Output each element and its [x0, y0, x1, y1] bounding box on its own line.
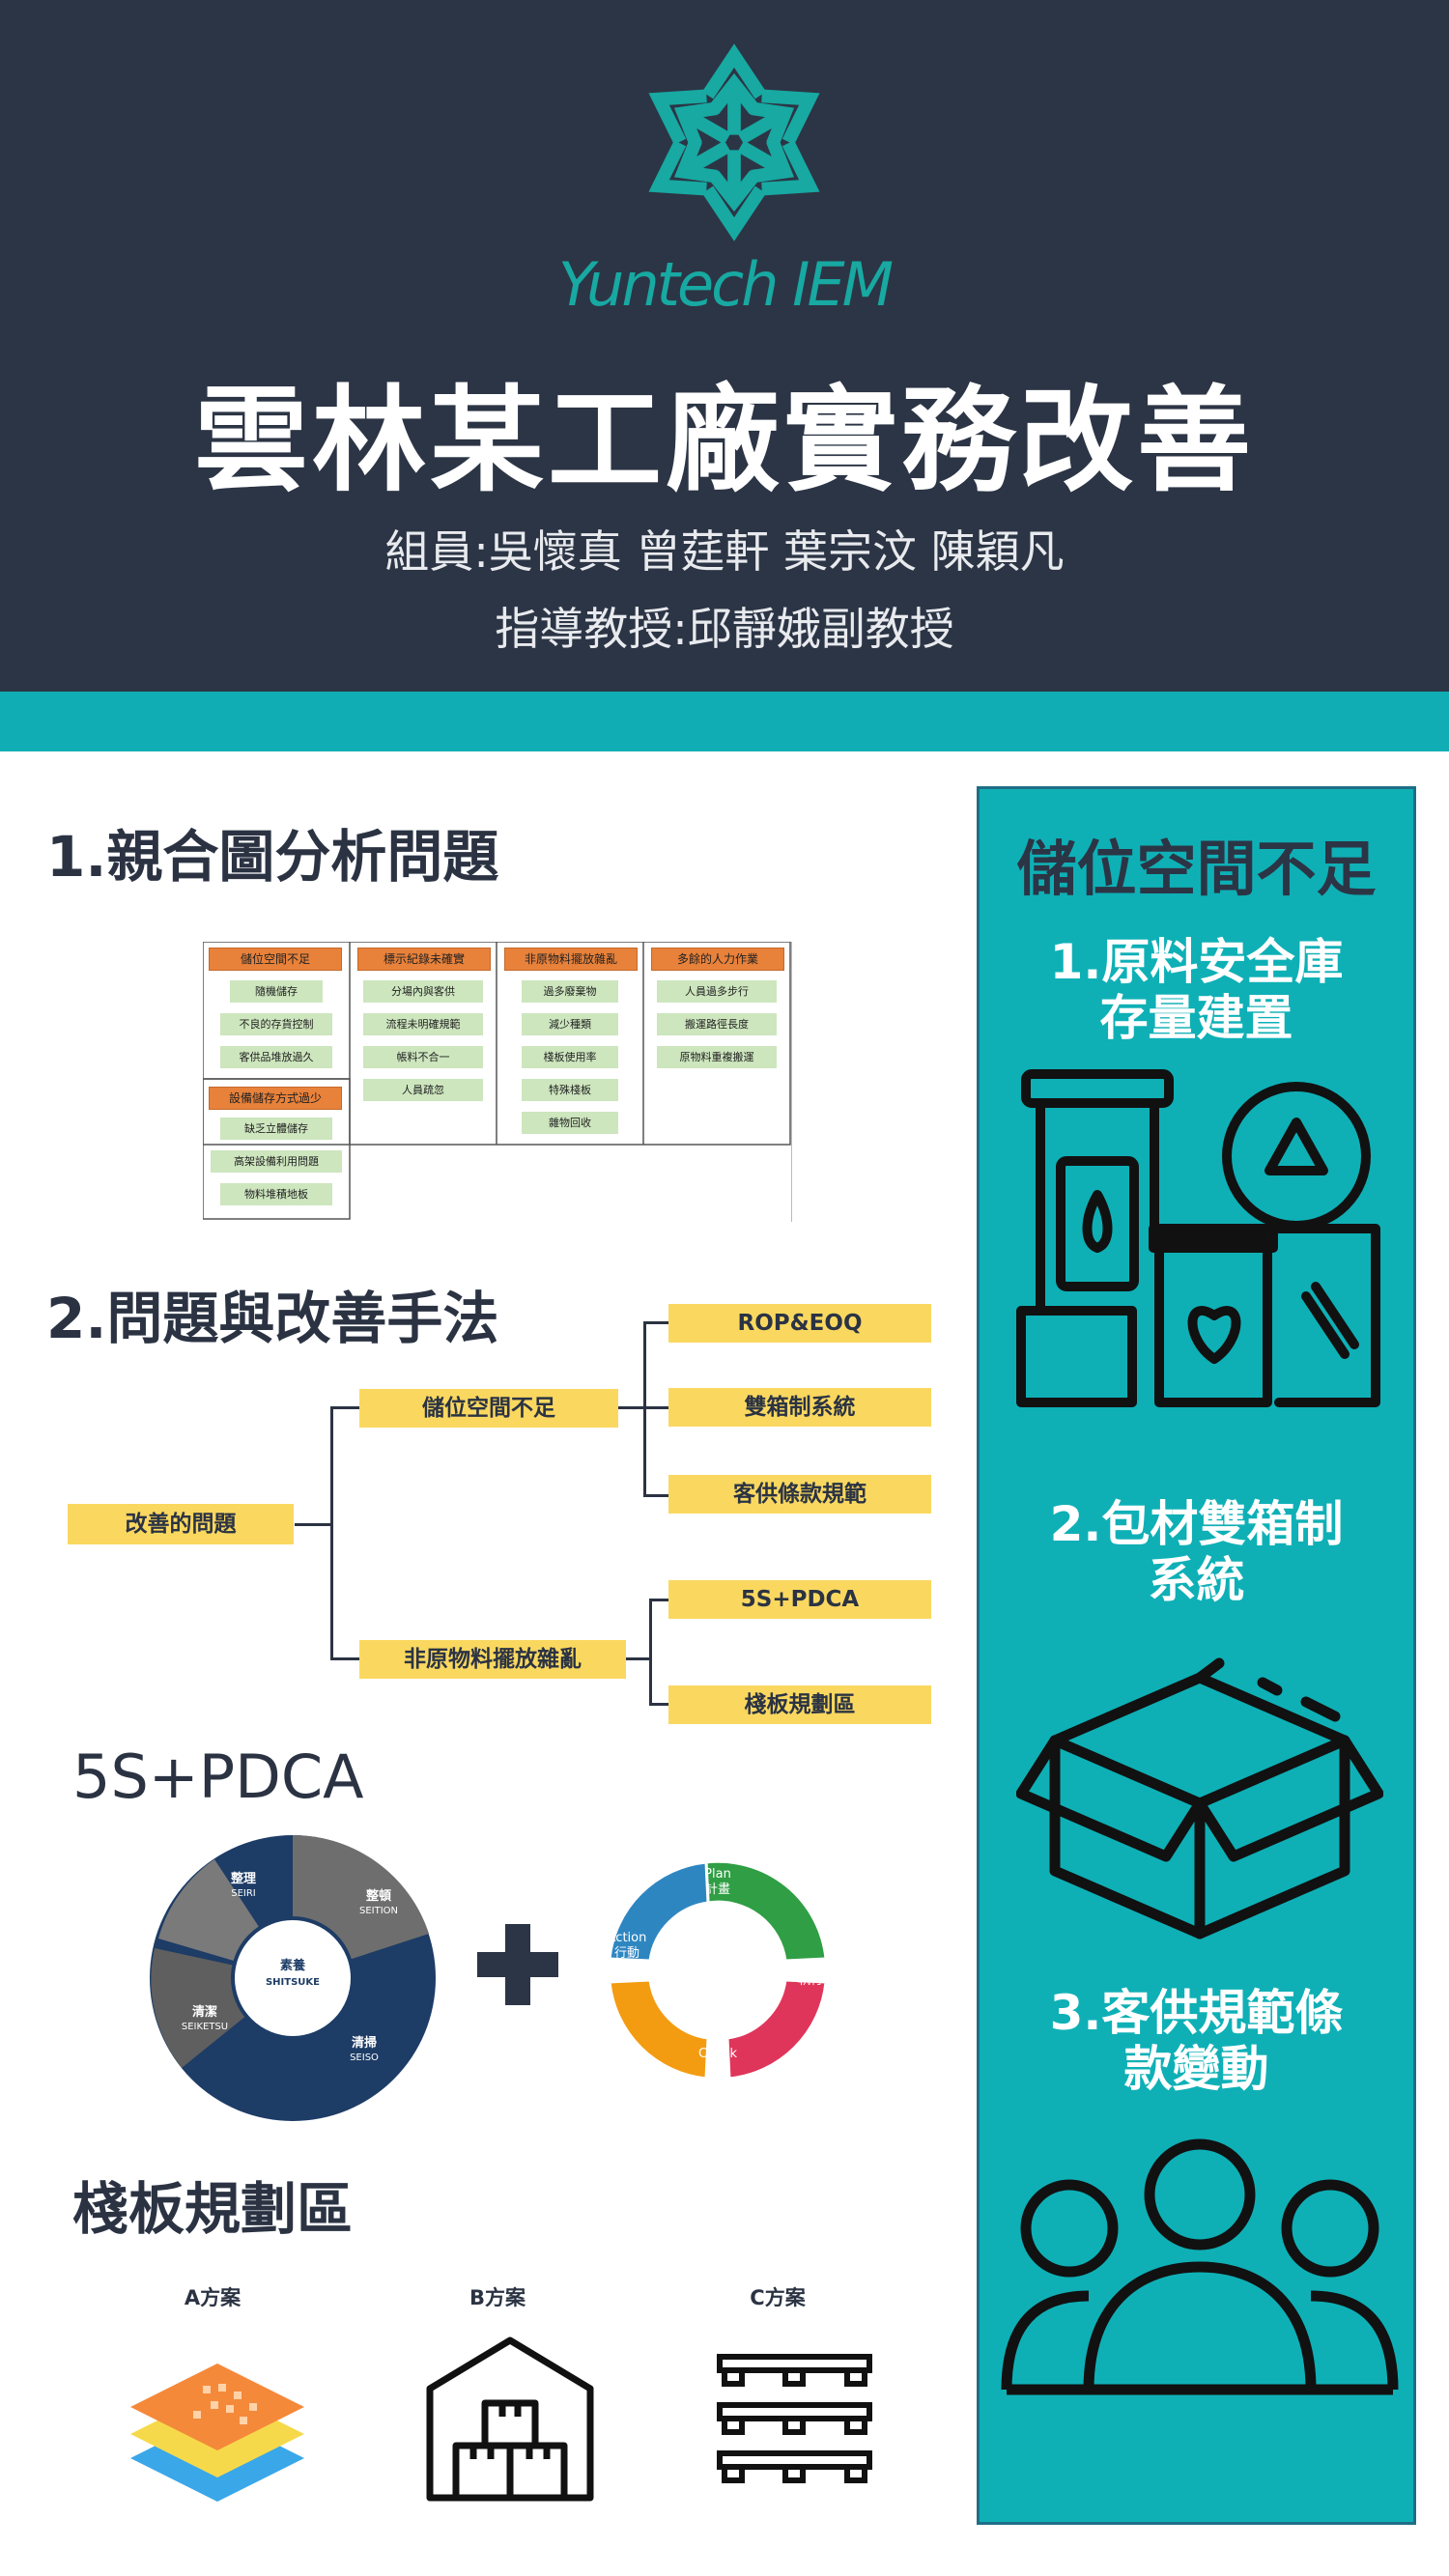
tree-connector — [643, 1494, 668, 1497]
stacked-layers-icon — [130, 2364, 304, 2502]
tree-connector — [618, 1406, 645, 1409]
right-sidebar-panel: 儲位空間不足 1.原料安全庫 存量建置 2.包材雙箱制 系統 — [977, 786, 1416, 2525]
tree-leaf: 客供條款規範 — [668, 1475, 931, 1514]
affinity-cell: 搬運路徑長度 — [657, 1013, 777, 1035]
pdca-label: 計畫 — [705, 1882, 730, 1897]
section-5s-pdca-heading: 5S+PDCA — [72, 1741, 364, 1812]
pdca-label: Check — [698, 2047, 737, 2061]
pallet-stack-icon — [717, 2354, 872, 2483]
advisor: 指導教授:邱靜娥副教授 — [495, 603, 954, 655]
affinity-diagram: 儲位空間不足 隨機儲存 不良的存貨控制 客供品堆放過久 設備儲存方式過少 缺乏立… — [203, 942, 792, 1222]
team-members: 組員:吳懷真 曾莛軒 葉宗汶 陳穎凡 — [384, 525, 1065, 578]
tree-leaf: 5S+PDCA — [668, 1580, 931, 1619]
affinity-col-head: 非原物料擺放雜亂 — [504, 948, 638, 971]
tree-root: 改善的問題 — [68, 1504, 294, 1544]
section-pallet-heading: 棧板規劃區 — [72, 2176, 354, 2242]
tree-leaf: 雙箱制系統 — [668, 1388, 931, 1427]
sidebar-item-line: 1.原料安全庫 — [1049, 934, 1344, 990]
affinity-col-head: 標示紀錄未確實 — [357, 948, 491, 971]
affinity-cell: 原物料重複搬運 — [657, 1046, 777, 1068]
pdca-cycle: Plan 計畫 Do 執行 Check 檢核 Action 行動 — [608, 1859, 828, 2081]
affinity-cell: 帳料不合一 — [363, 1046, 483, 1068]
tree-branch: 非原物料擺放雜亂 — [359, 1640, 626, 1679]
tree-connector — [643, 1321, 668, 1324]
tree-connector — [295, 1523, 331, 1526]
affinity-cell: 高架設備利用問題 — [211, 1150, 342, 1173]
tree-leaf: ROP&EOQ — [668, 1304, 931, 1343]
tree-connector — [649, 1599, 652, 1705]
tree-connector — [643, 1406, 668, 1409]
five-s-label: 清掃 — [352, 2035, 377, 2051]
five-s-center-label: SHITSUKE — [266, 1977, 320, 1988]
affinity-cell: 不良的存貨控制 — [220, 1013, 332, 1035]
brand-wordmark: Yuntech IEM — [557, 249, 894, 320]
problem-tree: 改善的問題 儲位空間不足 非原物料擺放雜亂 ROP&EOQ 雙箱制系統 客供條款… — [0, 0, 966, 1739]
option-label: A方案 — [184, 2286, 242, 2309]
poster-title: 雲林某工廠實務改善 — [193, 374, 1255, 507]
affinity-cell: 人員疏忽 — [363, 1079, 483, 1101]
five-s-center-label: 素養 — [280, 1958, 305, 1973]
tree-connector — [330, 1406, 333, 1659]
affinity-cell: 特殊棧板 — [522, 1079, 618, 1101]
affinity-cell: 物料堆積地板 — [220, 1183, 332, 1205]
sidebar-heading: 儲位空間不足 — [1016, 834, 1377, 904]
pdca-label: Action — [608, 1931, 647, 1945]
tree-leaf: 棧板規劃區 — [668, 1685, 931, 1724]
section-affinity-heading: 1.親合圖分析問題 — [46, 824, 499, 890]
affinity-cell: 減少種類 — [522, 1013, 618, 1035]
sidebar-item-line: 款變動 — [1123, 2041, 1269, 2097]
affinity-col-head: 設備儲存方式過少 — [209, 1087, 342, 1110]
pdca-label: 檢核 — [705, 2061, 730, 2077]
header-accent-band — [0, 692, 1449, 751]
tree-branch: 儲位空間不足 — [359, 1389, 618, 1428]
affinity-cell: 流程未明確規範 — [363, 1013, 483, 1035]
people-group-icon — [1001, 2138, 1399, 2395]
affinity-cell: 雜物回收 — [522, 1112, 618, 1134]
five-s-label: 整頓 — [365, 1888, 391, 1904]
affinity-cell: 缺乏立體儲存 — [220, 1118, 332, 1140]
five-s-label: SEIKETSU — [182, 2022, 228, 2032]
affinity-cell: 過多廢棄物 — [522, 980, 618, 1003]
affinity-cell: 棧板使用率 — [522, 1046, 618, 1068]
affinity-col-head: 儲位空間不足 — [209, 948, 342, 971]
pdca-label: 執行 — [798, 1972, 823, 1988]
sidebar-item-line: 2.包材雙箱制 — [1049, 1496, 1344, 1552]
affinity-col-head: 多餘的人力作業 — [651, 948, 784, 971]
sidebar-item-line: 存量建置 — [1099, 990, 1293, 1046]
section-methods-heading: 2.問題與改善手法 — [46, 1286, 499, 1351]
pdca-label: 行動 — [614, 1946, 639, 1961]
tree-connector — [649, 1599, 668, 1601]
header-banner — [0, 0, 1449, 692]
pdca-label: Do — [802, 1958, 819, 1972]
pdca-label: Plan — [704, 1867, 731, 1882]
affinity-cell: 隨機儲存 — [230, 980, 323, 1003]
five-s-label: SEISO — [350, 2052, 379, 2063]
five-s-label: SEITION — [359, 1906, 398, 1916]
plus-sign-icon — [505, 1924, 530, 2005]
affinity-cell: 分場內與客供 — [363, 980, 483, 1003]
five-s-label: 整理 — [230, 1871, 256, 1886]
sidebar-item-line: 系統 — [1148, 1552, 1245, 1608]
five-s-label: 清潔 — [192, 2004, 217, 2020]
tree-connector — [330, 1406, 367, 1409]
option-label: C方案 — [750, 2286, 806, 2309]
five-s-wheel: 整理 SEIRI 整頓 SEITION 清掃 SEISO 清潔 SEIKETSU… — [150, 1834, 436, 2121]
option-label: B方案 — [469, 2286, 526, 2309]
tree-connector — [626, 1657, 651, 1660]
affinity-grid — [203, 942, 792, 1222]
affinity-cell: 人員過多步行 — [657, 980, 777, 1003]
tree-connector — [330, 1657, 367, 1660]
warehouse-icon — [426, 2336, 594, 2502]
five-s-label: SEIRI — [231, 1888, 256, 1899]
tree-connector — [649, 1703, 668, 1706]
sidebar-item-line: 3.客供規範條 — [1049, 1985, 1344, 2041]
open-box-icon — [1016, 1657, 1383, 1939]
storage-tanks-icon — [1016, 1069, 1380, 1407]
affinity-cell: 客供品堆放過久 — [220, 1046, 332, 1068]
snowflake-logo-icon — [628, 43, 840, 246]
